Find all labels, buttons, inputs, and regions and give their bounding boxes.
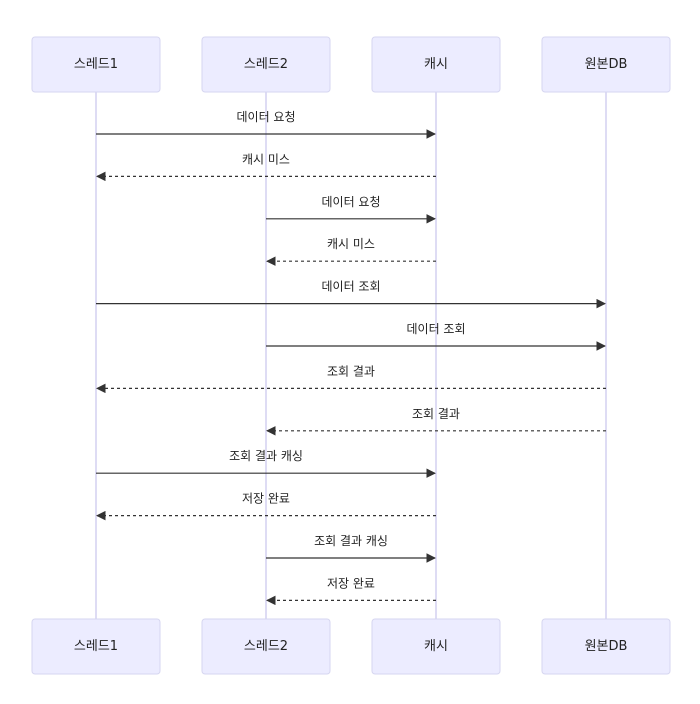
actor-cache-bottom: 캐시	[371, 618, 501, 675]
actor-label: 스레드2	[244, 57, 288, 72]
message-label: 캐시 미스	[327, 237, 375, 251]
message-4: 캐시 미스	[266, 237, 436, 267]
message-label: 조회 결과	[327, 364, 375, 378]
actor-label: 스레드1	[74, 639, 118, 654]
message-1: 데이터 요청	[96, 110, 436, 139]
actor-label: 캐시	[424, 57, 448, 72]
actor-t1-bottom: 스레드1	[31, 618, 161, 675]
message-label: 데이터 조회	[321, 280, 380, 294]
actor-box	[201, 36, 331, 93]
actor-box	[201, 618, 331, 675]
actor-label: 스레드1	[74, 57, 118, 72]
actor-cache-top: 캐시	[371, 36, 501, 93]
message-11: 조회 결과 캐싱	[266, 534, 436, 563]
actor-label: 캐시	[424, 639, 448, 654]
actor-box	[371, 36, 501, 93]
message-7: 조회 결과	[96, 364, 606, 394]
actor-label: 원본DB	[585, 57, 628, 72]
message-10: 저장 완료	[96, 492, 436, 521]
actor-label: 원본DB	[585, 639, 628, 654]
message-12: 저장 완료	[266, 576, 436, 606]
message-label: 조회 결과 캐싱	[229, 449, 303, 463]
lifelines	[95, 92, 607, 619]
actor-db-top: 원본DB	[541, 36, 671, 93]
actor-t1-top: 스레드1	[31, 36, 161, 93]
actor-db-bottom: 원본DB	[541, 618, 671, 675]
message-3: 데이터 요청	[266, 195, 436, 224]
actor-t2-bottom: 스레드2	[201, 618, 331, 675]
actor-box	[31, 36, 161, 93]
message-label: 데이터 요청	[236, 110, 295, 124]
actor-box	[371, 618, 501, 675]
actors-bottom: 스레드1 스레드2 캐시 원본DB	[31, 618, 671, 675]
message-label: 저장 완료	[242, 492, 290, 506]
message-label: 저장 완료	[327, 576, 375, 590]
actor-label: 스레드2	[244, 639, 288, 654]
actor-box	[31, 618, 161, 675]
message-label: 캐시 미스	[242, 152, 290, 166]
actor-box	[541, 618, 671, 675]
message-label: 조회 결과	[412, 407, 460, 421]
message-label: 데이터 조회	[406, 322, 465, 336]
actor-box	[541, 36, 671, 93]
actor-t2-top: 스레드2	[201, 36, 331, 93]
message-5: 데이터 조회	[96, 280, 606, 309]
message-6: 데이터 조회	[266, 322, 606, 351]
message-label: 조회 결과 캐싱	[314, 534, 388, 548]
message-9: 조회 결과 캐싱	[96, 449, 436, 479]
actors-top: 스레드1 스레드2 캐시 원본DB	[31, 36, 671, 93]
message-label: 데이터 요청	[321, 195, 380, 209]
message-8: 조회 결과	[266, 407, 606, 436]
message-2: 캐시 미스	[96, 152, 436, 182]
